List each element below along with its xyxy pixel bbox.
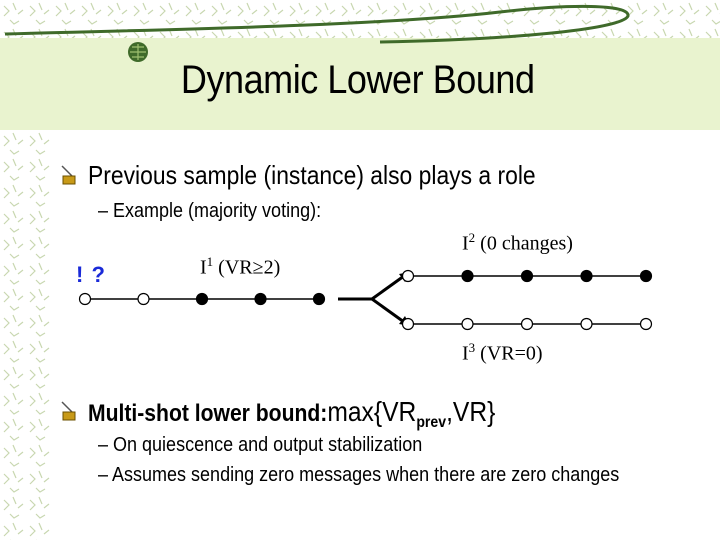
i2-node-3 [520, 269, 534, 283]
i3-node-1 [401, 317, 415, 331]
instance-i1-label: I1 (VR≥2) [200, 254, 281, 279]
pen-bullet-icon [61, 401, 76, 421]
sub-bullet-example-text: Example (majority voting): [113, 200, 322, 222]
instance-i3-label: I3 (VR=0) [462, 340, 543, 365]
slide-title: Dynamic Lower Bound [180, 58, 535, 102]
i3-node-2 [461, 317, 474, 331]
i2-node-2 [461, 269, 474, 283]
question-mark: ! ? [76, 262, 106, 287]
title-band [0, 38, 720, 130]
sub-bullet-quiescence: – On quiescence and output stabilization [98, 434, 423, 456]
i1-node-2 [137, 292, 150, 306]
i1-node-1 [78, 292, 92, 306]
i2-node-5 [639, 269, 653, 283]
bullet-previous-sample: Previous sample (instance) also plays a … [88, 160, 536, 190]
i3-nodes [401, 317, 653, 331]
i1-node-4 [254, 292, 267, 306]
sub-bullet-zero-messages: – Assumes sending zero messages when the… [98, 464, 620, 486]
i2-nodes [401, 269, 653, 283]
fork-arrow-down [371, 297, 405, 324]
i3-node-4 [580, 317, 593, 331]
pen-bullet-icon [61, 165, 76, 185]
content-panel [52, 130, 720, 540]
fork-arrow-up [371, 274, 405, 301]
instance-i2-label: I2 (0 changes) [462, 230, 573, 255]
i1-nodes [78, 292, 326, 306]
i1-node-3 [195, 292, 209, 306]
i1-node-5 [312, 292, 326, 306]
bullet-multi-shot: Multi-shot lower bound:max{VRprev,VR} [88, 396, 496, 431]
i2-node-4 [580, 269, 593, 283]
sub-bullet-example: – Example (majority voting): [98, 200, 322, 222]
i3-node-3 [520, 317, 534, 331]
i2-node-1 [401, 269, 415, 283]
i3-node-5 [639, 317, 653, 331]
